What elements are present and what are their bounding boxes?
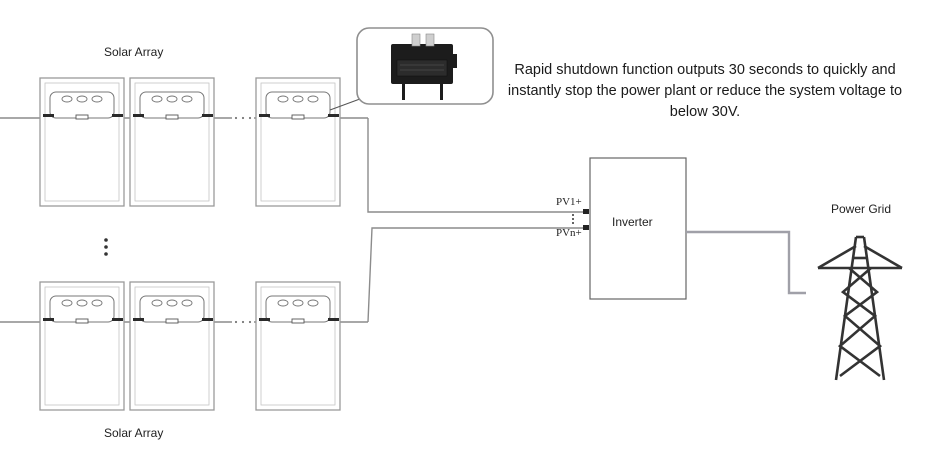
pv1-feed-wire <box>367 118 588 213</box>
rapid-shutdown-device-icon <box>391 33 457 100</box>
power-grid-label: Power Grid <box>831 202 892 216</box>
pvn-terminal <box>583 225 589 230</box>
solar-panel <box>255 77 341 207</box>
rapid-shutdown-description: Rapid shutdown function outputs 30 secon… <box>507 62 903 120</box>
pv1-terminal <box>583 209 589 214</box>
solar-panel <box>39 77 125 207</box>
solar-array-bottom-label: Solar Array <box>104 426 164 440</box>
solar-panel <box>255 281 341 411</box>
solar-panel <box>129 281 215 411</box>
solar-array-bottom <box>39 281 341 411</box>
pvn-feed-wire <box>367 227 588 323</box>
input-ellipsis-icon <box>572 214 574 224</box>
solar-array-top <box>39 77 341 207</box>
inverter-label: Inverter <box>612 215 653 229</box>
vertical-ellipsis-icon <box>104 238 108 256</box>
solar-array-top-label: Solar Array <box>104 45 164 59</box>
inverter-box <box>589 157 687 300</box>
solar-panel <box>129 77 215 207</box>
ellipsis-dots-icon <box>234 320 252 324</box>
solar-panel <box>39 281 125 411</box>
transmission-tower-icon <box>817 235 903 381</box>
ellipsis-dots-icon <box>234 116 252 120</box>
grid-connection-wire <box>686 230 806 295</box>
pvn-input-label: PVn+ <box>556 227 582 239</box>
pv1-input-label: PV1+ <box>556 196 582 208</box>
shutdown-device-callout <box>356 27 494 105</box>
